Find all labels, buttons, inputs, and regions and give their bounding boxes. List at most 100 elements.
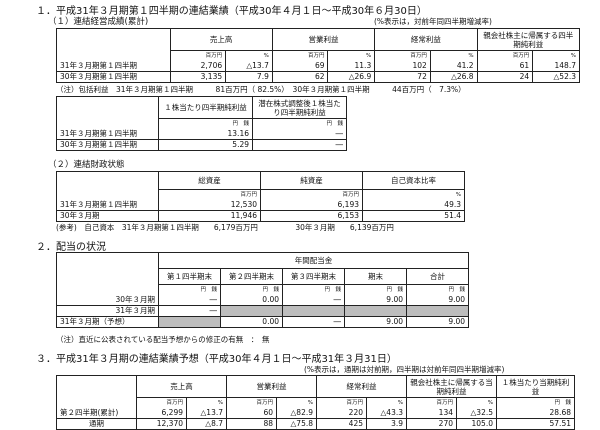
cell-eps: 28.68 bbox=[496, 407, 575, 419]
cell-diluted-eps: ― bbox=[252, 138, 347, 151]
unit-yen: 円 銭 bbox=[158, 284, 221, 295]
cell-equity-ratio: 51.4 bbox=[362, 209, 465, 222]
row-label: 31年３月期 bbox=[56, 304, 159, 317]
cell-q3: ― bbox=[282, 315, 345, 328]
header-sales: 売上高 bbox=[136, 375, 227, 398]
unit-yen-m: 百万円 bbox=[406, 397, 457, 408]
row-label: 30年３月期 bbox=[56, 209, 159, 222]
cell-net-pct: △52.3 bbox=[532, 70, 580, 83]
unit-yen: 円 銭 bbox=[220, 284, 283, 295]
cell-q2: 0.00 bbox=[220, 315, 283, 328]
cell-net: 24 bbox=[476, 70, 534, 83]
cell-op-pct: △75.8 bbox=[276, 417, 317, 430]
unit-yen-m: 百万円 bbox=[374, 50, 431, 61]
cell-sales-pct: △13.7 bbox=[225, 60, 273, 72]
header-total: 合計 bbox=[405, 268, 470, 285]
unit-pct: % bbox=[186, 397, 227, 408]
cell-sales: 2,706 bbox=[169, 60, 227, 72]
cell-eps: 13.16 bbox=[158, 128, 253, 140]
header-q3: 第３四半期末 bbox=[282, 268, 345, 285]
table-row: 30年３月期第１四半期 3,135 7.9 62 △26.9 72 △26.8 … bbox=[56, 70, 580, 83]
unit-yen: 円 銭 bbox=[405, 284, 470, 295]
cell-ord-pct: △26.8 bbox=[429, 70, 478, 83]
cell-sales-pct: △8.7 bbox=[186, 417, 227, 430]
dividends-table: 年間配当金 第１四半期末 第２四半期末 第３四半期末 期末 合計 円 銭 円 銭… bbox=[56, 252, 470, 328]
cell-op: 62 bbox=[271, 70, 329, 83]
cell-q1: ― bbox=[158, 304, 221, 317]
unit-yen: 円 銭 bbox=[252, 118, 347, 129]
table-row: 31年３月期 ― bbox=[56, 304, 470, 317]
header-annual-dividends: 年間配当金 bbox=[157, 252, 470, 269]
cell-net-pct: △32.5 bbox=[456, 407, 497, 419]
cell-q2: 0.00 bbox=[220, 294, 283, 306]
cell-equity-ratio: 49.3 bbox=[362, 199, 465, 211]
dividend-revision-note: （注）直近に公表されている配当予想からの修正の有無 ： 無 bbox=[56, 335, 270, 344]
unit-yen: 円 銭 bbox=[496, 397, 575, 408]
header-sales: 売上高 bbox=[169, 28, 273, 51]
header-total-assets: 総資産 bbox=[158, 171, 261, 190]
header-operating-income: 営業利益 bbox=[271, 28, 376, 51]
cell-net: 61 bbox=[476, 60, 534, 72]
header-net-income: 親会社株主に帰属する当期純利益 bbox=[406, 375, 497, 398]
table-row: 30年３月期第１四半期 5.29 ― bbox=[56, 138, 347, 151]
cell-op-pct: △82.9 bbox=[276, 407, 317, 419]
percent-note: (%表示は，対前年同四半期増減率) bbox=[374, 17, 492, 26]
cell-q1: ― bbox=[158, 294, 221, 306]
row-label: 通期 bbox=[56, 417, 137, 430]
header-diluted-eps: 潜在株式調整後１株当たり四半期純利益 bbox=[252, 96, 347, 119]
header-operating-income: 営業利益 bbox=[226, 375, 317, 398]
unit-pct: % bbox=[532, 50, 580, 61]
cell-ord-pct: △43.3 bbox=[366, 407, 407, 419]
cell-q3: ― bbox=[282, 294, 345, 306]
cell-op: 69 bbox=[271, 60, 329, 72]
unit-pct: % bbox=[366, 397, 407, 408]
cell-diluted-eps: ― bbox=[252, 128, 347, 140]
cell-ord-pct: 3.9 bbox=[366, 417, 407, 430]
table-row: 31年３月期第１四半期 2,706 △13.7 69 11.3 102 41.2… bbox=[56, 60, 580, 72]
cell-ord: 102 bbox=[374, 60, 431, 72]
cell-op-pct: △26.9 bbox=[327, 70, 376, 83]
table-row: 30年３月期 ― 0.00 ― 9.00 9.00 bbox=[56, 294, 470, 306]
cell-sales: 6,299 bbox=[136, 407, 187, 419]
row-label: 第２四半期(累計) bbox=[56, 407, 137, 419]
operating-results-table: 売上高 営業利益 経常利益 親会社株主に帰属する四半期純利益 百万円 % 百万円… bbox=[56, 28, 581, 83]
row-label: 30年３月期 bbox=[56, 294, 159, 306]
cell-year-end: 9.00 bbox=[344, 294, 407, 306]
header-year-end: 期末 bbox=[344, 268, 407, 285]
cell-eps: 57.51 bbox=[496, 417, 575, 430]
unit-yen-m: 百万円 bbox=[136, 397, 187, 408]
header-ordinary-income: 経常利益 bbox=[316, 375, 407, 398]
cell-net-assets: 6,193 bbox=[260, 199, 363, 211]
subsection-operating-results: （１）連結経営成績(累計) bbox=[48, 17, 149, 27]
header-equity-ratio: 自己資本比率 bbox=[362, 171, 465, 190]
forecast-table: 売上高 営業利益 経常利益 親会社株主に帰属する当期純利益 １株当たり当期純利益… bbox=[56, 375, 575, 430]
table-row: 31年３月期第１四半期 12,530 6,193 49.3 bbox=[56, 199, 465, 211]
table-row: 通期 12,370 △8.7 88 △75.8 425 3.9 270 105.… bbox=[56, 417, 575, 430]
row-label: 31年３月期第１四半期 bbox=[56, 128, 159, 140]
table-row: 30年３月期 11,946 6,153 51.4 bbox=[56, 209, 465, 222]
cell-sales: 12,370 bbox=[136, 417, 187, 430]
unit-yen: 円 銭 bbox=[282, 284, 345, 295]
cell-ord: 72 bbox=[374, 70, 431, 83]
cell-net: 134 bbox=[406, 407, 457, 419]
section3-title: ３．平成31年３月期の連結業績予想（平成30年４月１日～平成31年３月31日） bbox=[36, 354, 397, 365]
unit-pct: % bbox=[456, 397, 497, 408]
row-label: 31年３月期第１四半期 bbox=[56, 60, 171, 72]
cell-ord-pct: 41.2 bbox=[429, 60, 478, 72]
cell-q3 bbox=[282, 304, 345, 317]
cell-net-pct: 148.7 bbox=[532, 60, 580, 72]
table-row: 31年３月期第１四半期 13.16 ― bbox=[56, 128, 347, 140]
header-ordinary-income: 経常利益 bbox=[374, 28, 478, 51]
cell-op-pct: 11.3 bbox=[327, 60, 376, 72]
cell-op: 60 bbox=[226, 407, 277, 419]
cell-year-end bbox=[344, 304, 407, 317]
unit-yen-m: 百万円 bbox=[476, 50, 534, 61]
unit-yen: 円 銭 bbox=[344, 284, 407, 295]
cell-total-assets: 11,946 bbox=[158, 209, 261, 222]
table-row: 第２四半期(累計) 6,299 △13.7 60 △82.9 220 △43.3… bbox=[56, 407, 575, 419]
header-q1: 第１四半期末 bbox=[158, 268, 221, 285]
cell-net-pct: 105.0 bbox=[456, 417, 497, 430]
financial-position-table: 総資産 純資産 自己資本比率 百万円 百万円 % 31年３月期第１四半期 12,… bbox=[56, 171, 465, 222]
cell-total bbox=[405, 304, 470, 317]
section1-title: １．平成31年３月期第１四半期の連結業績（平成30年４月１日～平成30年６月30… bbox=[36, 6, 427, 17]
